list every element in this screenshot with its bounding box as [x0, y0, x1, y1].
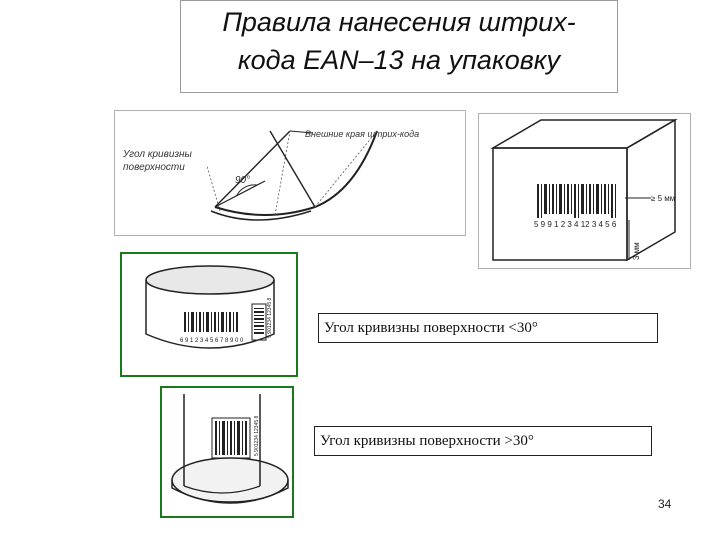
label-angle: Угол кривизны [122, 149, 193, 160]
box-barcode-number: 5 9 9 1 2 3 4 12 3 4 5 6 [534, 220, 617, 229]
page-title: Правила нанесения штрих- кода EAN–13 на … [181, 3, 617, 92]
cylinder-barcode-number: 6 9 1 2 3 4 5 6 7 8 9 0 0 [180, 338, 244, 344]
box-dim-side: ≥ 5 мм [651, 194, 675, 203]
caption-more-than-30: Угол кривизны поверхности >30° [314, 426, 652, 456]
box-diagram-panel: 5 9 9 1 2 3 4 12 3 4 5 6 ≥ 5 мм 3 мм [478, 113, 691, 269]
tube-diagram: 5 901234 12345 8 [171, 394, 289, 504]
box-dim-bottom: 3 мм [632, 242, 641, 260]
caption-less-than-30: Угол кривизны поверхности <30° [318, 313, 658, 343]
cylinder-barcode [184, 303, 267, 341]
cylinder-diagram-panel: 6 9 1 2 3 4 5 6 7 8 9 0 0 5 901234 12345… [120, 252, 298, 377]
tube-barcode [211, 417, 251, 459]
tube-vertical-code: 5 901234 12345 8 [254, 415, 260, 456]
cylinder-vertical-code: 5 901234 12345 8 [267, 297, 273, 338]
label-edge: Внешние края штрих-кода [305, 129, 419, 139]
curvature-diagram-panel: Внешние края штрих-кода Угол кривизны по… [114, 110, 466, 236]
title-line-1: Правила нанесения штрих- [222, 7, 576, 37]
page-number: 34 [658, 497, 672, 511]
title-line-3: товара [181, 79, 617, 92]
curvature-diagram: Внешние края штрих-кода Угол кривизны по… [122, 129, 419, 221]
title-box: Правила нанесения штрих- кода EAN–13 на … [180, 0, 618, 93]
label-angle-2: поверхности [123, 162, 185, 173]
box-diagram: 5 9 9 1 2 3 4 12 3 4 5 6 ≥ 5 мм 3 мм [490, 118, 678, 262]
barcode-bars [537, 184, 616, 218]
tube-diagram-panel: 5 901234 12345 8 [160, 386, 294, 518]
angle-value: 90° [235, 175, 250, 186]
title-line-2: кода EAN–13 на упаковку [237, 45, 561, 75]
cylinder-diagram: 6 9 1 2 3 4 5 6 7 8 9 0 0 5 901234 12345… [145, 265, 275, 349]
